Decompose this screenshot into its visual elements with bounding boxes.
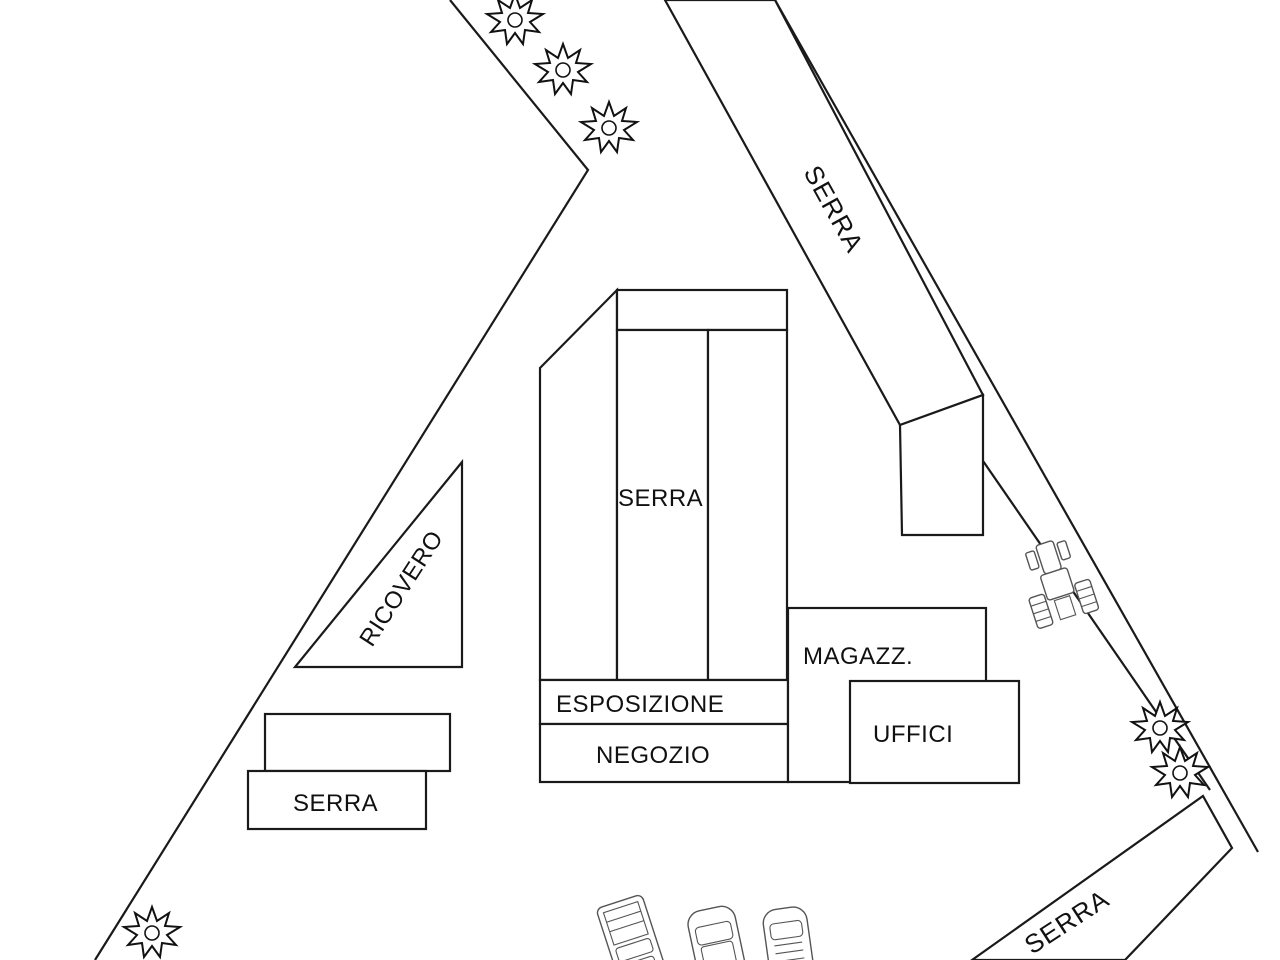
esposizione-label: ESPOSIZIONE (556, 691, 724, 718)
serra-sw-label: SERRA (293, 790, 378, 817)
shrub-icon (1148, 744, 1212, 800)
magazzino-label: MAGAZZ. (803, 643, 913, 670)
serra-center-top (615, 288, 789, 332)
pickup-truck-icon (596, 894, 666, 960)
boundary-east-outer (774, 0, 1259, 853)
shrub-icon (120, 904, 184, 960)
serra-sw-front (246, 769, 428, 831)
shrub-icon (1128, 699, 1192, 755)
uffici-building (848, 679, 1021, 785)
shrub-icon (483, 0, 547, 47)
serra-sw-back (263, 712, 452, 773)
boundary-west (94, 0, 590, 960)
negozio-building (538, 722, 790, 784)
negozio-label: NEGOZIO (596, 742, 710, 769)
serra-se-building (970, 794, 1234, 960)
serra-ne-annex (898, 393, 985, 537)
ricovero-building (292, 458, 464, 669)
car-icon (762, 906, 816, 960)
car-icon (687, 905, 748, 960)
serra-center-bay-right (706, 328, 789, 682)
serra-center-label: SERRA (618, 485, 703, 512)
uffici-label: UFFICI (873, 721, 953, 748)
serra-center-outer (538, 287, 619, 682)
shrub-icon (577, 99, 641, 155)
tractor-icon (1025, 540, 1100, 629)
shrub-icon (531, 41, 595, 97)
